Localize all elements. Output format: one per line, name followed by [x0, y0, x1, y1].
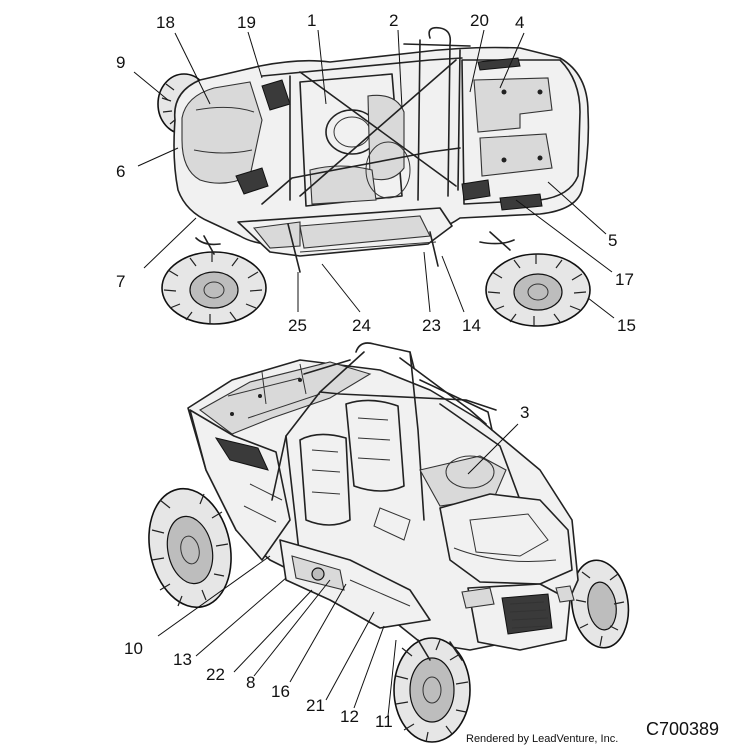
callout-4: 4 — [515, 13, 524, 32]
callout-19: 19 — [237, 13, 256, 32]
iso-view-tire-front — [393, 637, 471, 743]
callout-24: 24 — [352, 316, 371, 335]
callout-5: 5 — [608, 231, 617, 250]
iso-view-vehicle — [148, 342, 630, 743]
diagram-code: C700389 — [646, 719, 720, 739]
leader-lines — [133, 29, 615, 717]
callout-9: 9 — [116, 53, 125, 72]
callout-6: 6 — [116, 162, 125, 181]
callout-23: 23 — [422, 316, 441, 335]
callout-12: 12 — [340, 707, 359, 726]
iso-view-tire-right — [570, 559, 630, 649]
callout-17: 17 — [615, 270, 634, 289]
callout-18: 18 — [156, 13, 175, 32]
callout-14: 14 — [462, 316, 481, 335]
callout-16: 16 — [271, 682, 290, 701]
top-view-tire-rear-right — [485, 253, 591, 327]
callout-numbers: 1 2 3 4 5 6 7 8 9 10 11 12 13 14 15 16 1… — [116, 11, 636, 731]
callout-13: 13 — [173, 650, 192, 669]
callout-2: 2 — [389, 11, 398, 30]
callout-22: 22 — [206, 665, 225, 684]
callout-25: 25 — [288, 316, 307, 335]
callout-3: 3 — [520, 403, 529, 422]
top-view-tire-front-left — [161, 251, 267, 325]
callout-15: 15 — [617, 316, 636, 335]
callout-1: 1 — [307, 11, 316, 30]
iso-view-tire-left — [148, 487, 232, 609]
callout-20: 20 — [470, 11, 489, 30]
top-view-vehicle — [157, 26, 591, 327]
callout-10: 10 — [124, 639, 143, 658]
credit-text: Rendered by LeadVenture, Inc. — [466, 733, 619, 745]
callout-8: 8 — [246, 673, 255, 692]
callout-21: 21 — [306, 696, 325, 715]
callout-11: 11 — [375, 712, 393, 731]
callout-7: 7 — [116, 272, 125, 291]
